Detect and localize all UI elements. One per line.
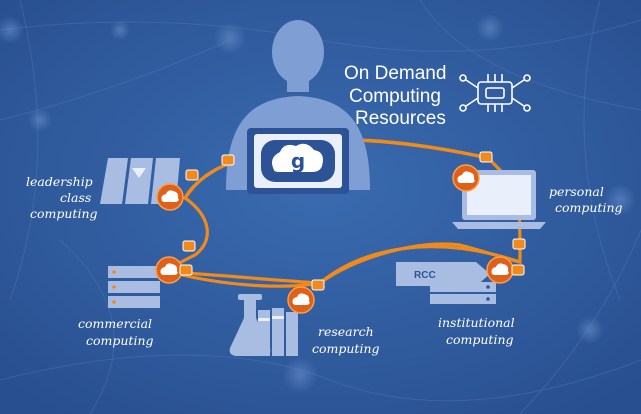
leadership-label-line-3: computing [30, 206, 98, 221]
personal-label-line-2: computing [555, 200, 623, 215]
connector-right-arc [318, 245, 521, 285]
commercial-label-line-2: computing [86, 333, 154, 348]
chip-top-right [479, 151, 493, 163]
badge-research [287, 286, 315, 314]
connector-chips [179, 151, 526, 291]
chip-institutional [511, 264, 525, 276]
background-glow-dots [0, 14, 636, 393]
chip-left-top [185, 169, 199, 181]
research-lab-icon [229, 294, 298, 356]
badge-institutional [486, 256, 514, 284]
institution-banner-label: RCC [414, 270, 436, 281]
badge-commercial [155, 256, 183, 284]
commercial-label-line-1: commercial [78, 316, 152, 331]
connector-top-arc [354, 138, 489, 160]
chip-left-mid [182, 240, 196, 252]
personal-laptop-icon [452, 170, 546, 229]
commercial-server-icon [108, 266, 160, 308]
chip-top-left [221, 154, 235, 166]
leadership-label-line-1: leadership [26, 174, 93, 189]
chip-icon [459, 74, 531, 112]
globus-logo: g [272, 143, 323, 173]
title-line-2: Computing [349, 86, 441, 107]
connector-bottom-arc [169, 270, 321, 288]
globus-logo-letter: g [291, 149, 305, 173]
personal-label-line-1: personal [549, 184, 604, 199]
leadership-label: leadership class computing [26, 174, 98, 221]
institutional-label: institutional computing [438, 315, 515, 347]
institutional-label-line-2: computing [446, 332, 514, 347]
title-block: On Demand Computing Resources [344, 63, 446, 129]
institutional-label-line-1: institutional [438, 315, 515, 330]
title-line-1: On Demand [344, 63, 446, 84]
commercial-label: commercial computing [78, 316, 154, 348]
research-label-line-2: computing [312, 341, 380, 356]
institutional-server-icon: RCC [396, 262, 496, 304]
leadership-label-line-2: class [60, 190, 91, 205]
badge-personal [452, 164, 480, 192]
chip-commercial [179, 264, 193, 276]
research-label-line-1: research [318, 324, 374, 339]
endpoint-badges [155, 164, 514, 314]
personal-label: personal computing [549, 184, 623, 215]
research-label: research computing [312, 324, 380, 356]
title-line-3: Resources [355, 108, 446, 129]
badge-leadership [156, 183, 184, 211]
chip-bottom [311, 279, 325, 291]
chip-right [512, 238, 526, 250]
